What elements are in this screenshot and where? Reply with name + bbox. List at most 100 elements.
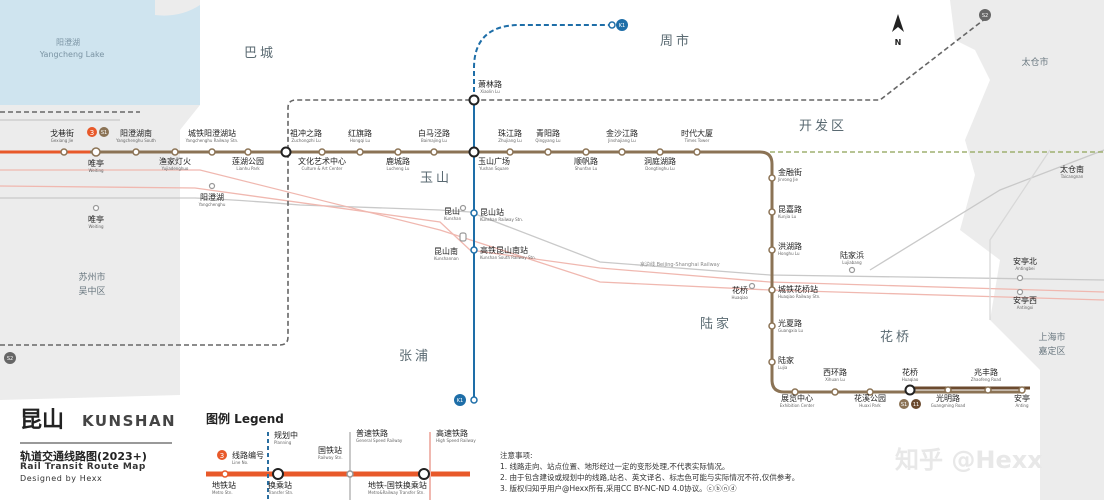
label-shidai: 时代大厦 <box>681 128 713 138</box>
station-dongting[interactable] <box>656 148 664 156</box>
station-kunjia[interactable] <box>768 208 776 216</box>
station-zhaofeng[interactable] <box>984 386 992 394</box>
legend-planning: 规划中 <box>274 430 298 440</box>
legend-rail-stn-sample <box>346 470 354 478</box>
station-kunshanstn[interactable] <box>470 209 478 217</box>
station-yangchenghunan[interactable] <box>132 148 140 156</box>
station-gexiang[interactable] <box>60 148 68 156</box>
badge-s1-huaqiao-text: S1 <box>901 402 907 408</box>
label-xiaolin-en: Xiaolin Lu <box>480 89 500 94</box>
station-lujiastn[interactable] <box>768 358 776 366</box>
rail-weiting[interactable] <box>92 204 100 212</box>
station-shunfan[interactable] <box>582 148 590 156</box>
badge-k1-south[interactable] <box>454 394 466 406</box>
label-dongting-en: Dongtinghu Lu <box>645 166 675 171</box>
station-jinrong[interactable] <box>768 174 776 182</box>
legend-metro-stn-en: Metro Stn. <box>212 490 233 495</box>
station-honghu[interactable] <box>768 246 776 254</box>
station-k1-north[interactable] <box>608 21 616 29</box>
highspeed-railway-2 <box>0 169 1104 301</box>
jinghu-label: 京沪线 Beijing-Shanghai Railway <box>640 261 720 268</box>
national-railways <box>0 119 1104 320</box>
rail-stations <box>92 182 1024 296</box>
label-zhaofeng-en: Zhaofeng Road <box>971 377 1002 382</box>
rail-anting-west[interactable] <box>1016 288 1024 296</box>
label-yujiadenghuo-en: Yujiadenghuo <box>161 166 189 171</box>
label-weiting-rail-en: Weiting <box>88 224 104 229</box>
label-huaxi: 花溪公园 <box>854 393 886 403</box>
station-huaxi[interactable] <box>866 388 874 396</box>
station-zhanlan[interactable] <box>791 388 799 396</box>
area-suzhou-1: 苏州市 <box>78 271 105 283</box>
station-chengtiehuaqiao[interactable] <box>768 286 776 294</box>
station-hongqi[interactable] <box>356 148 364 156</box>
badge-s2-w[interactable] <box>4 352 16 364</box>
legend-line-no-en: Line No. <box>232 460 248 465</box>
station-gaotie[interactable] <box>470 246 478 254</box>
badge-line-3[interactable] <box>87 127 97 137</box>
label-jinrong: 金融街 <box>778 167 802 177</box>
station-qingyang[interactable] <box>544 148 552 156</box>
note-2: 2. 由于包含建设或规划中的线路,站名、英文译名、标志色可能与实际情况不符,仅供… <box>500 473 800 482</box>
badge-s1[interactable] <box>99 127 109 137</box>
station-zuchongzhi[interactable] <box>280 146 292 158</box>
legend-highspeed-rail: 高速铁路 <box>436 428 468 438</box>
lake-label-en: Yangcheng Lake <box>39 50 105 59</box>
label-yangchenghunan: 阳澄湖南 <box>120 128 152 138</box>
label-zhaofeng: 兆丰路 <box>974 367 998 377</box>
label-lujiastn-en: Lujia <box>778 365 788 370</box>
station-baimajing[interactable] <box>430 148 438 156</box>
station-guangming[interactable] <box>944 386 952 394</box>
station-lucheng[interactable] <box>394 148 402 156</box>
highspeed-railway <box>0 185 1104 293</box>
badge-k1-north[interactable] <box>616 19 628 31</box>
station-lianhu[interactable] <box>244 148 252 156</box>
station-jinshajiang[interactable] <box>618 148 626 156</box>
label-guangming-en: Guangming Road <box>931 403 966 408</box>
label-gexiang-en: Gexiang Jie <box>51 138 74 143</box>
badge-11[interactable] <box>911 399 921 409</box>
station-xiaolin[interactable] <box>468 94 480 106</box>
station-chengtieyangchenghu[interactable] <box>208 148 216 156</box>
rail-kunshannan[interactable] <box>459 232 467 242</box>
label-anting-west: 安亭西 <box>1013 295 1037 305</box>
label-honghu: 洪湖路 <box>778 241 802 251</box>
legend-metro-rail-transfer: 地铁-国铁换乘站 <box>368 480 427 490</box>
badge-s2-w-text: S2 <box>7 356 13 362</box>
station-zhujiang[interactable] <box>506 148 514 156</box>
rail-lujiabang[interactable] <box>848 266 856 274</box>
area-shanghai-1: 上海市 <box>1038 331 1065 343</box>
rail-anting-north[interactable] <box>1016 274 1024 282</box>
station-k1-south[interactable] <box>470 396 478 404</box>
rail-kunshan[interactable] <box>459 204 467 212</box>
station-anting[interactable] <box>1018 386 1026 394</box>
station-yujiadenghuo[interactable] <box>171 148 179 156</box>
station-guangxia[interactable] <box>768 322 776 330</box>
label-kunshan-rail-en: Kunshan <box>444 216 462 221</box>
map-title-en: KUNSHAN <box>82 412 177 430</box>
area-zhangpu: 张浦 <box>399 349 431 364</box>
station-wenhua[interactable] <box>318 148 326 156</box>
badge-s1-huaqiao[interactable] <box>899 399 909 409</box>
station-yushansq[interactable] <box>468 146 480 158</box>
label-shunfan: 顺帆路 <box>574 156 598 166</box>
rail-yangchenghu[interactable] <box>208 182 216 190</box>
label-lucheng-en: Lucheng Lu <box>387 166 410 171</box>
label-kunjia: 昆嘉路 <box>778 204 802 214</box>
legend-transfer-stn: 换乘站 <box>268 480 292 490</box>
legend-ordinary-rail: 普速铁路 <box>356 428 388 438</box>
station-shidai[interactable] <box>693 148 701 156</box>
badge-s2-ne[interactable] <box>979 9 991 21</box>
station-xihuan[interactable] <box>831 388 839 396</box>
station-weiting[interactable] <box>91 147 101 157</box>
badge-11-text: 11 <box>913 402 919 408</box>
station-labels: 戈巷街 Gexiang Jie 唯亭 Weiting 阳澄湖南 Yangchen… <box>50 79 1084 408</box>
label-baimajing-en: Baimajing Lu <box>421 138 447 143</box>
legend-graphics: 3 线路编号 Line No. 规划中 Planning 国铁站 Railway… <box>206 428 476 500</box>
station-huaqiaostn[interactable] <box>904 384 916 396</box>
label-yujiadenghuo: 渔家灯火 <box>159 156 191 166</box>
label-huaqiaostn: 花桥 <box>902 367 918 377</box>
label-kunshannan: 昆山南 <box>434 246 458 256</box>
rail-huaqiao[interactable] <box>748 282 756 290</box>
